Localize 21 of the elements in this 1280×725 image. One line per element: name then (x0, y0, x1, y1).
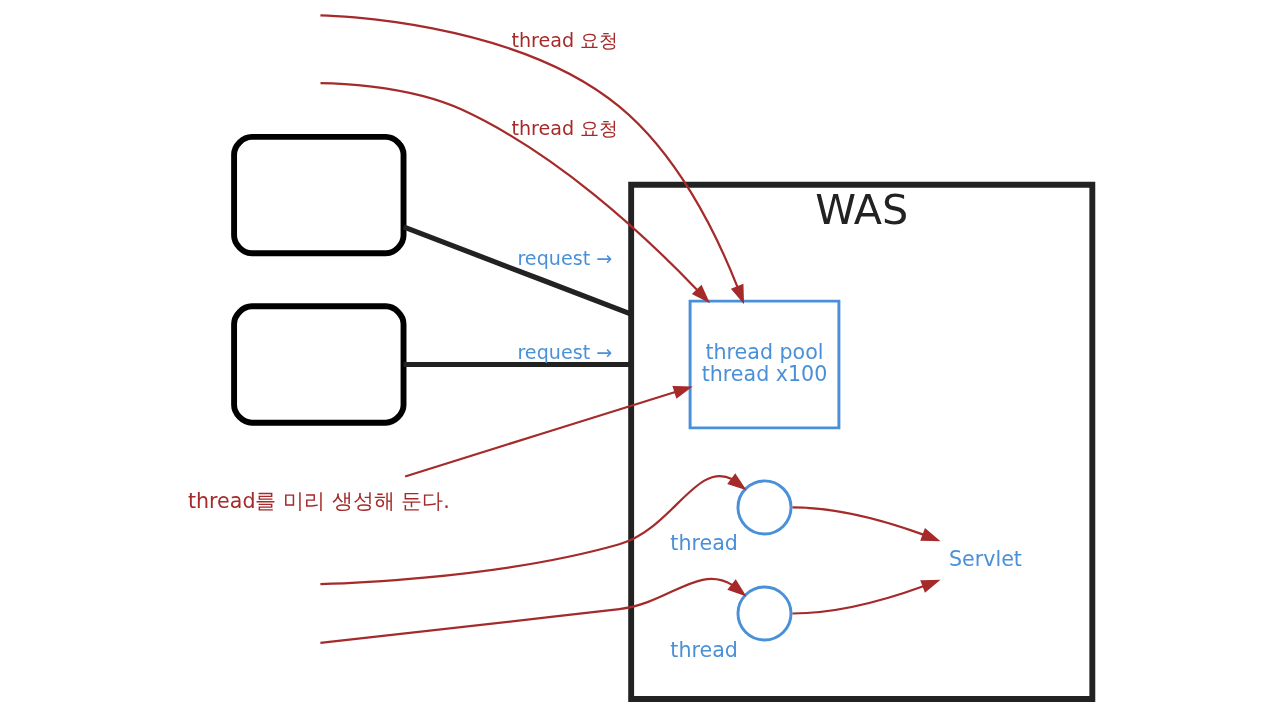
arrow (320, 578, 747, 645)
node-box: thread pool thread x100 (688, 299, 841, 430)
node-label: thread (670, 531, 738, 556)
arrow (404, 385, 693, 478)
node-computer (231, 303, 407, 426)
node-circle (736, 479, 793, 536)
node-text: Servlet (949, 546, 1022, 571)
node-circle (736, 585, 793, 642)
edge-label: request → (517, 246, 613, 270)
edge-label: request → (517, 341, 613, 365)
edge-label: thread 요청 (511, 117, 619, 141)
connector (403, 361, 632, 368)
arrow (792, 506, 941, 542)
arrow (320, 473, 747, 586)
node-text: thread를 미리 생성해 둔다. (187, 489, 450, 514)
node-label: thread (670, 637, 738, 662)
node-computer (231, 133, 407, 257)
edge-label: thread 요청 (511, 28, 619, 52)
arrow (320, 82, 710, 304)
arrow (792, 579, 941, 615)
arrow (320, 14, 745, 305)
